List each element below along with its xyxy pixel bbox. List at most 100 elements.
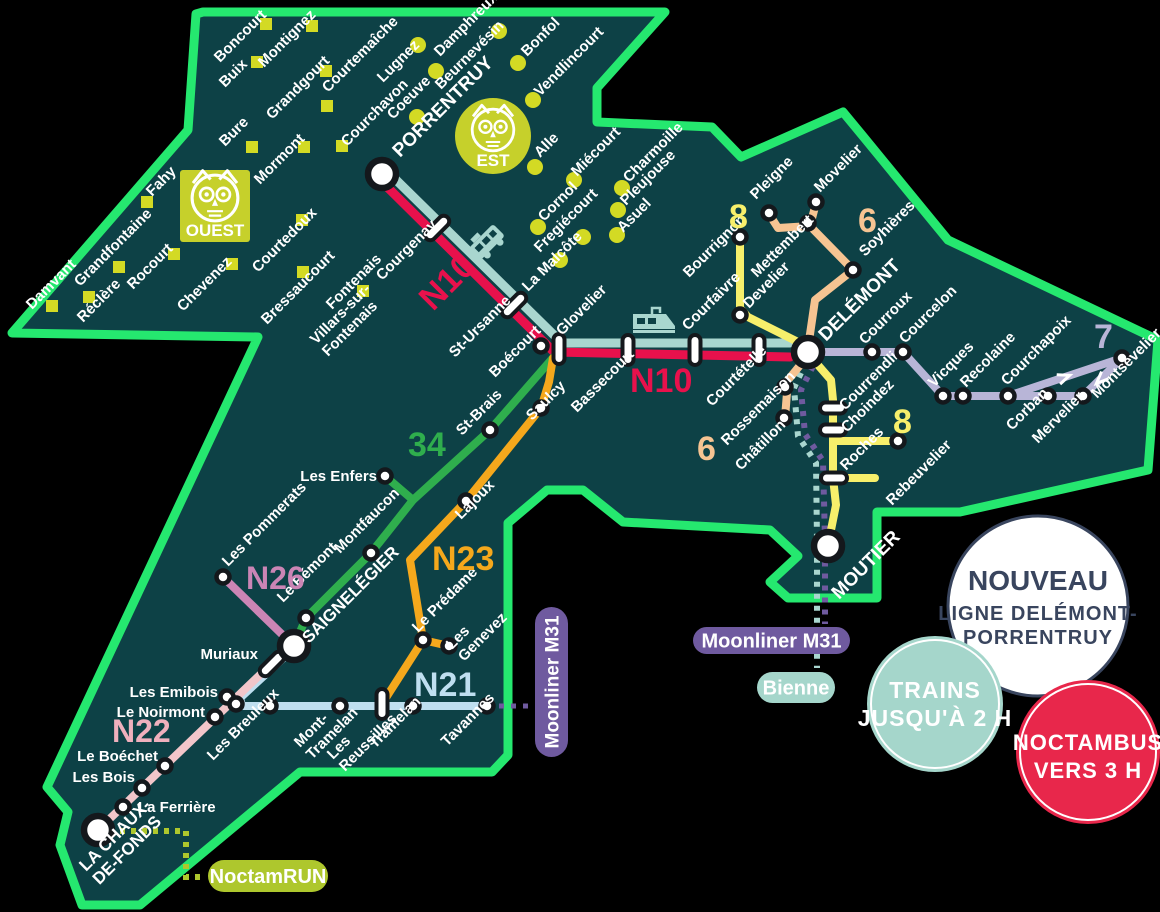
village-square-grandgourt: [321, 100, 333, 112]
badge-label-noctamrun: NoctamRUN: [210, 866, 327, 888]
station-pill-choindez: [818, 422, 848, 438]
village-square-courchavon: [336, 140, 348, 152]
badge-bienne: [757, 672, 835, 703]
station-pill-court-telle: [751, 333, 767, 367]
station-dot-rebeuvelier: [889, 432, 907, 450]
station-dot-le-b-mont: [297, 609, 315, 627]
train-dash: [790, 360, 820, 668]
bus-icon: [470, 225, 504, 259]
noctamrun-dash: [109, 828, 206, 880]
station-dot-montsevelier: [1113, 349, 1131, 367]
direction-arrow-0: [1056, 373, 1074, 386]
station-dot-le-pr-dame: [414, 631, 432, 649]
station-dot-les-genevez: [440, 637, 458, 655]
station-dot-montfaucon: [362, 544, 380, 562]
village-square-grandfontaine: [113, 261, 125, 273]
station-dot-corban: [1039, 387, 1057, 405]
info-circle-text-trains-1: JUSQU'À 2 H: [858, 704, 1013, 731]
village-square-chevenez: [226, 258, 238, 270]
info-circle-text-noctambus-0: NOCTAMBUS: [1013, 730, 1160, 755]
train-icon: [633, 306, 675, 333]
station-dot-ch-tillon: [775, 409, 793, 427]
station-dot-pleigne: [760, 204, 778, 222]
village-square-rocourt: [168, 248, 180, 260]
station-pill-glovelier: [551, 332, 567, 366]
station-dot-develier: [731, 306, 749, 324]
zone-label-est: EST: [476, 151, 510, 170]
station-dot-les-pommerats: [214, 568, 232, 586]
route-number-n23-3: N23: [432, 540, 494, 578]
village-square-boncourt: [260, 18, 272, 30]
route-number-n21-4: N21: [414, 666, 476, 704]
station-label-le-noirmont: Le Noirmont: [117, 704, 205, 721]
station-dot-les-breuleux: [261, 697, 279, 715]
owl-icon-ouest: [190, 169, 240, 223]
info-circle-text-nouveau-2: PORRENTRUY: [963, 627, 1113, 649]
station-dot-soyhi-res: [844, 261, 862, 279]
route-n22: [94, 643, 293, 834]
village-dot-vendlincourt: [525, 92, 541, 108]
route-number-n10-1: N10: [630, 362, 692, 400]
route-number-8-9: 8: [729, 198, 748, 236]
village-square-bure: [246, 141, 258, 153]
station-dot-mervelier: [1074, 387, 1092, 405]
station-dot-lajoux: [457, 492, 475, 510]
village-square-mormont: [298, 141, 310, 153]
station-pill-courgenay: [422, 213, 452, 243]
village-square-bressaucourt: [297, 266, 309, 278]
info-circle-noctambus: [1016, 680, 1160, 824]
zone-logo-ouest: [180, 170, 250, 242]
village-dot-coeuve: [409, 109, 425, 125]
badge-noctamrun: [208, 860, 328, 892]
info-circle-text-trains-0: TRAINS: [889, 677, 981, 703]
route-number-n26-6: N26: [246, 560, 305, 596]
station-dot-rossemaison: [776, 378, 794, 396]
station-label-muriaux: Muriaux: [200, 646, 258, 663]
village-dot-charmoille: [614, 180, 630, 196]
hub-saignel-gier: [276, 628, 312, 664]
route-number-8-10: 8: [893, 403, 912, 441]
badge-label-moonliner-horizontal: Moonliner M31: [701, 631, 841, 653]
info-circle-text-nouveau-0: NOUVEAU: [968, 565, 1108, 596]
route-number-34-2: 34: [408, 426, 446, 464]
village-dot-fregi-court: [575, 229, 591, 245]
village-dot-asuel: [609, 227, 625, 243]
zone-label-ouest: OUEST: [186, 221, 245, 240]
route-number-n22-5: N22: [112, 713, 171, 749]
owl-icon-est: [470, 103, 516, 153]
station-label-le-bo-chet: Le Boéchet: [77, 748, 158, 765]
village-square-courtema-che: [320, 65, 332, 77]
route-line-7-loop: [1004, 354, 1126, 400]
village-square-r-cl-re: [83, 291, 95, 303]
village-dot-lugnez: [410, 37, 426, 53]
station-dot-les-enfers: [376, 467, 394, 485]
village-square-montignez: [306, 20, 318, 32]
station-pill-st-ursanne: [499, 290, 529, 320]
station-dot-le-bo-chet: [156, 757, 174, 775]
station-dot-les-bois: [133, 779, 151, 797]
station-dot-bo-court: [532, 337, 550, 355]
station-label-les-bois: Les Bois: [72, 769, 135, 786]
station-dot-st-brais: [481, 421, 499, 439]
info-circle-ring-trains: [870, 639, 1000, 769]
station-dot-movelier: [807, 193, 825, 211]
station-label-la-ferri-re: La Ferrière: [138, 799, 216, 816]
station-pill-courfaivre: [687, 333, 703, 367]
station-dot-recolaine: [954, 387, 972, 405]
badge-moonliner-vertical: [535, 607, 568, 757]
info-circle-nouveau: [946, 514, 1130, 698]
station-dot-vicques: [934, 387, 952, 405]
info-circle-text-noctambus-1: VERS 3 H: [1034, 758, 1142, 783]
station-dot-courchapoix: [999, 387, 1017, 405]
village-square-damvant: [46, 300, 58, 312]
station-label-les-enfers: Les Enfers: [300, 468, 377, 485]
station-pill-bassecourt: [620, 333, 636, 367]
village-square-courtedoux: [296, 214, 308, 226]
info-circle-trains: [867, 636, 1003, 772]
badge-label-moonliner-vertical: Moonliner M31: [543, 615, 564, 748]
region-outline: [7, 7, 1160, 910]
hub-del-mont: [790, 334, 826, 370]
station-dot-tramelan: [404, 697, 422, 715]
